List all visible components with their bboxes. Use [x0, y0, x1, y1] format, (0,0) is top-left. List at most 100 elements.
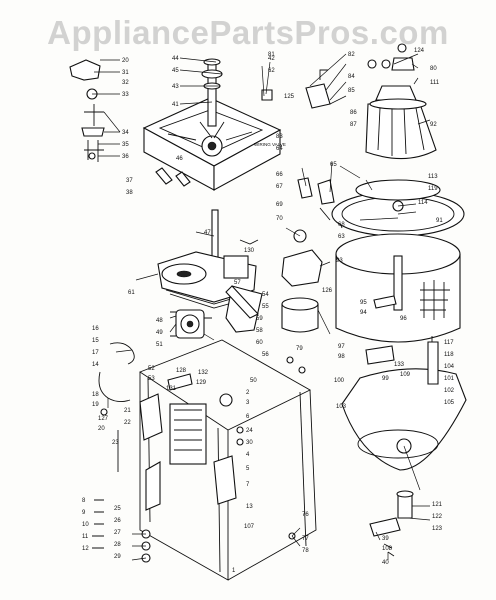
callout-label: 26: [114, 518, 121, 524]
callout-label: 105: [444, 400, 455, 406]
callout-label: 128: [176, 368, 187, 374]
callout-label: 100: [334, 378, 345, 384]
callout-label: 46: [176, 156, 183, 162]
callout-label: 127: [98, 416, 109, 422]
leader-lines: [92, 53, 431, 561]
callout-label: 56: [262, 352, 269, 358]
callout-label: 38: [126, 190, 133, 196]
spin-basket: [331, 179, 465, 343]
callout-label: 42: [268, 56, 275, 62]
callout-label: 11: [82, 534, 89, 540]
cabinet-frame: [139, 339, 317, 581]
callout-label: 95: [360, 300, 367, 306]
callout-label: 24: [246, 428, 253, 434]
callout-label: 70: [276, 216, 283, 222]
callout-label: 51: [156, 342, 163, 348]
misc-hardware: [225, 239, 397, 540]
callout-label: 32: [122, 80, 129, 86]
callout-label: 20: [122, 58, 129, 64]
callout-label: 27: [114, 530, 121, 536]
pump-column-group: [281, 69, 343, 333]
callout-label: 17: [92, 350, 99, 356]
callout-label: 7: [246, 482, 250, 488]
callout-label: 111: [430, 80, 440, 86]
callout-label: 33: [122, 92, 129, 98]
callout-label: 109: [400, 372, 411, 378]
callout-label: 67: [276, 184, 283, 190]
callout-label: 82: [348, 52, 355, 58]
callout-label: 125: [284, 94, 295, 100]
callout-label: 21: [124, 408, 131, 414]
callout-label: 12: [82, 546, 89, 552]
callout-label: 1: [232, 568, 236, 574]
callout-label: 96: [400, 316, 407, 322]
callout-label: 123: [432, 526, 443, 532]
callout-label: 10: [82, 522, 89, 528]
callout-label: 62: [268, 68, 275, 74]
outer-tub: [341, 336, 467, 471]
callout-label: 34: [122, 130, 129, 136]
callout-label: 107: [244, 524, 255, 530]
callout-label: 47: [204, 230, 211, 236]
callout-labels: 20 31 32 33 34 35 36 44 45 43 41 42 46 4…: [82, 48, 455, 574]
callout-label: 92: [430, 122, 437, 128]
callout-label: 129: [196, 380, 207, 386]
callout-label: 87: [350, 122, 357, 128]
callout-label: 76: [302, 512, 309, 518]
callout-label: 23: [112, 440, 119, 446]
callout-label: 29: [114, 554, 121, 560]
callout-label: 97: [338, 344, 345, 350]
callout-label: 50: [250, 378, 257, 384]
left-hose-parts: [92, 342, 151, 563]
callout-label: 85: [348, 88, 355, 94]
callout-label: 102: [444, 388, 455, 394]
callout-label: 124: [414, 48, 425, 54]
callout-label: 117: [444, 340, 454, 346]
callout-label: 31: [122, 70, 129, 76]
callout-label: 30: [246, 440, 253, 446]
callout-label: 45: [172, 68, 179, 74]
wiring-note: WIRING VALVE: [254, 142, 286, 147]
pump-hose-group: [369, 490, 414, 557]
callout-label: 44: [172, 56, 179, 62]
callout-label: 36: [122, 154, 129, 160]
callout-label: 6: [246, 414, 250, 420]
callout-label: 65: [330, 162, 337, 168]
callout-label: 77: [302, 536, 309, 542]
callout-label: 126: [322, 288, 333, 294]
callout-label: 84: [348, 74, 355, 80]
callout-label: 14: [92, 362, 99, 368]
callout-label: 81: [268, 52, 275, 58]
callout-label: 108: [382, 546, 393, 552]
agitator-assembly: [365, 43, 437, 160]
callout-label: 13: [246, 504, 253, 510]
callout-label: 98: [338, 354, 345, 360]
callout-label: 39: [382, 536, 389, 542]
callout-label: 122: [432, 514, 443, 520]
callout-label: 64: [276, 146, 283, 152]
callout-label: 3: [246, 400, 250, 406]
callout-label: 52: [148, 366, 155, 372]
callout-label: 80: [430, 66, 437, 72]
callout-label: 48: [156, 318, 163, 324]
callout-label: 5: [246, 466, 250, 472]
callout-label: 133: [394, 362, 405, 368]
callout-label: 20: [98, 426, 105, 432]
callout-label: 101: [444, 376, 455, 382]
callout-label: 68: [338, 222, 345, 228]
callout-label: 131: [166, 386, 177, 392]
callout-label: 130: [244, 248, 255, 254]
callout-label: 37: [126, 178, 133, 184]
callout-label: 66: [276, 172, 283, 178]
callout-label: 132: [198, 370, 209, 376]
callout-label: 59: [256, 316, 263, 322]
callout-label: 16: [92, 326, 99, 332]
callout-label: 78: [302, 548, 309, 554]
callout-label: 55: [262, 304, 269, 310]
callout-label: 61: [128, 290, 135, 296]
callout-label: 94: [360, 310, 367, 316]
callout-label: 53: [148, 376, 155, 382]
callout-label: 93: [336, 258, 343, 264]
